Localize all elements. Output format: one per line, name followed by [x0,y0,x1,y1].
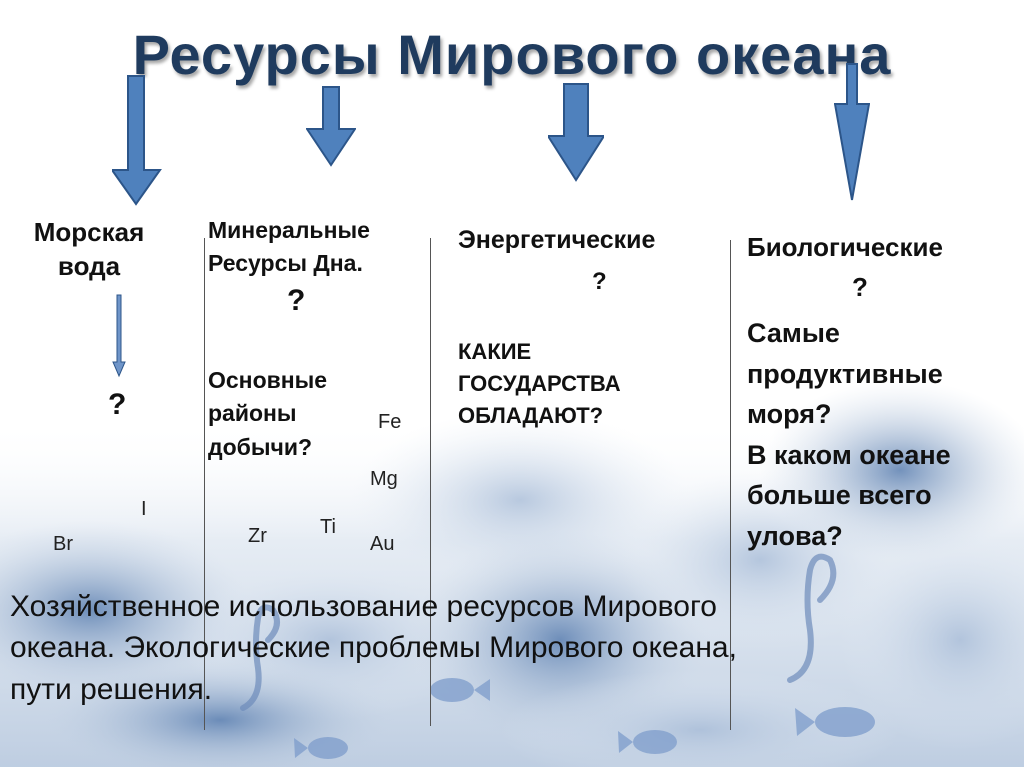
energy-heading: Энергетические [458,226,656,254]
mineral-sub-line: добычи? [208,433,313,460]
mineral-subquestion: Основные районы добычи? [208,364,327,464]
footer-line: пути решения. [10,672,213,706]
element-label: Fe [378,411,402,433]
column-divider [204,238,205,730]
column-divider [430,238,431,726]
footer-line: океана. Экологические проблемы Мирового … [10,631,737,665]
mineral-heading-line: Ресурсы Дна. [208,250,363,277]
energy-question: ? [592,268,607,295]
seahorse-icon [240,553,837,711]
mineral-heading-line: Минеральные [208,217,370,243]
element-label: I [141,498,147,520]
sea-water-question: ? [108,388,127,421]
element-label: Ti [320,516,336,538]
mineral-sub-line: Основные [208,367,328,393]
biological-sub-line: Самые [747,318,840,348]
biological-sub-line: продуктивные [747,358,943,389]
footer-line: Хозяйственное использование ресурсов Мир… [10,590,717,623]
sea-water-heading: Морская вода [0,216,178,284]
mineral-question: ? [287,284,306,317]
column-divider [730,240,731,730]
page-title: Ресурсы Мирового океана [132,23,892,86]
down-arrow-icon [548,83,604,182]
energy-sub-line: КАКИЕ [458,339,532,364]
fish-icon [294,678,875,759]
mineral-sub-line: районы [208,400,297,427]
element-label: Au [370,533,395,555]
biological-sub-line: В каком океане [747,439,951,470]
sea-water-heading-line: вода [57,250,121,281]
biological-subquestion: Самые продуктивные моря? В каком океане … [747,313,951,556]
down-arrow-icon [834,63,870,201]
mineral-resources-heading: Минеральные Ресурсы Дна. [208,214,370,281]
small-down-arrow-icon [112,294,126,378]
energy-subquestion: КАКИЕ ГОСУДАРСТВА ОБЛАДАЮТ? [458,336,621,432]
biological-sub-line: больше всего [747,480,932,510]
biological-question: ? [852,272,868,302]
biological-sub-line: улова? [747,520,843,551]
element-label: Mg [370,468,398,490]
biological-heading: Биологические [747,232,943,262]
energy-sub-line: ОБЛАДАЮТ? [458,402,604,428]
energy-sub-line: ГОСУДАРСТВА [458,370,621,396]
element-label: Zr [248,525,267,547]
footer-topic-text: Хозяйственное использование ресурсов Мир… [10,586,1000,710]
down-arrow-icon [306,86,356,167]
down-arrow-icon [112,75,162,206]
biological-sub-line: моря? [747,399,832,429]
element-label: Br [53,533,73,555]
sea-water-heading-line: Морская [33,217,145,247]
